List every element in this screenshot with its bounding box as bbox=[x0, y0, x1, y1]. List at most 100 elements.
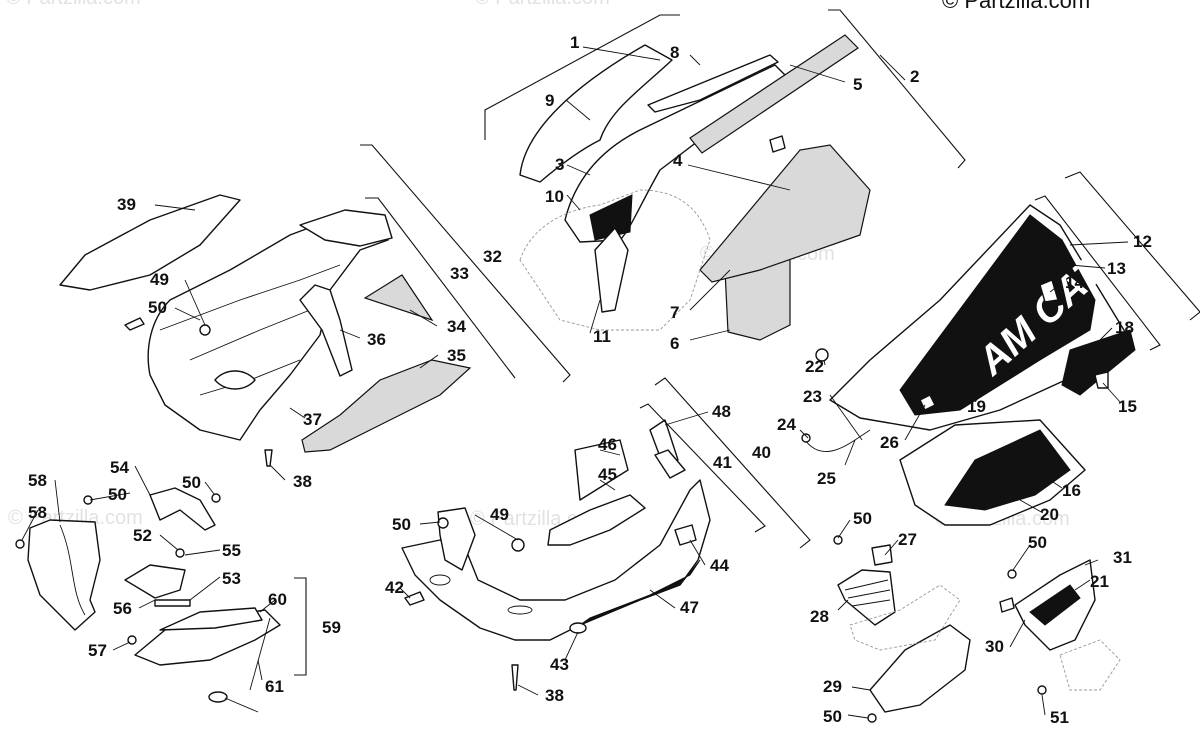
windshield-trim-part[interactable] bbox=[647, 54, 779, 113]
connector-part[interactable] bbox=[801, 433, 811, 443]
callout-34[interactable]: 34 bbox=[447, 317, 466, 336]
callout-52[interactable]: 53 bbox=[222, 569, 241, 588]
callout-55[interactable]: 56 bbox=[113, 599, 132, 618]
callout-39[interactable]: 39 bbox=[117, 195, 136, 214]
foam-strip-part[interactable] bbox=[301, 359, 472, 453]
clip-part[interactable] bbox=[769, 135, 786, 153]
fastener-part[interactable] bbox=[437, 517, 449, 529]
callout-49[interactable]: 49 bbox=[150, 270, 169, 289]
callout-11[interactable]: 11 bbox=[593, 327, 611, 346]
callout-31[interactable]: 31 bbox=[1113, 548, 1132, 567]
brace-upper-part[interactable] bbox=[574, 439, 629, 501]
fastener-part[interactable] bbox=[124, 317, 145, 331]
callout-50b[interactable]: 50 bbox=[108, 485, 127, 504]
fastener-part[interactable] bbox=[264, 449, 273, 467]
belly-pan-part[interactable] bbox=[401, 479, 711, 641]
callout-58[interactable]: 58 bbox=[28, 471, 47, 490]
windshield-part[interactable] bbox=[519, 44, 673, 183]
connector-part[interactable] bbox=[871, 544, 893, 566]
callout-50c[interactable]: 50 bbox=[182, 473, 201, 492]
callout-50h[interactable]: 51 bbox=[1050, 708, 1069, 727]
callout-2[interactable]: 2 bbox=[910, 67, 919, 86]
callout-35[interactable]: 35 bbox=[447, 346, 466, 365]
clip-part[interactable] bbox=[919, 394, 936, 411]
callout-50[interactable]: 50 bbox=[148, 298, 167, 317]
callout-41[interactable]: 41 bbox=[713, 453, 732, 472]
callout-7[interactable]: 7 bbox=[670, 303, 679, 322]
side-panel-decal[interactable] bbox=[899, 214, 1096, 416]
callout-49b[interactable]: 49 bbox=[490, 505, 509, 524]
console-top-part[interactable] bbox=[299, 209, 393, 247]
callout-54[interactable]: 55 bbox=[222, 541, 241, 560]
callout-45[interactable]: 45 bbox=[598, 465, 617, 484]
fastener-part[interactable] bbox=[175, 548, 185, 558]
mount-plate-part[interactable] bbox=[124, 564, 186, 599]
callout-29[interactable]: 29 bbox=[823, 677, 842, 696]
callout-15[interactable]: 15 bbox=[1118, 397, 1137, 416]
callout-32[interactable]: 32 bbox=[483, 247, 502, 266]
callout-50e[interactable]: 50 bbox=[853, 509, 872, 528]
nut-part[interactable] bbox=[511, 538, 525, 552]
callout-42[interactable]: 42 bbox=[385, 578, 404, 597]
foam-strip-part[interactable] bbox=[689, 34, 859, 154]
callout-37[interactable]: 37 bbox=[303, 410, 322, 429]
vent-grille-part[interactable] bbox=[837, 569, 896, 626]
callout-38b[interactable]: 38 bbox=[545, 686, 564, 705]
callout-33[interactable]: 33 bbox=[450, 264, 469, 283]
callout-9[interactable]: 9 bbox=[545, 91, 554, 110]
callout-27[interactable]: 27 bbox=[898, 530, 917, 549]
lower-side-decal[interactable] bbox=[944, 429, 1071, 511]
callout-28[interactable]: 28 bbox=[810, 607, 829, 626]
callout-36[interactable]: 36 bbox=[367, 330, 386, 349]
callout-60[interactable]: 61 bbox=[265, 677, 284, 696]
fastener-part[interactable] bbox=[15, 539, 25, 549]
hood-lower-panel-part[interactable] bbox=[594, 227, 629, 313]
lower-cover-part[interactable] bbox=[869, 624, 971, 713]
callout-3[interactable]: 3 bbox=[555, 155, 564, 174]
callout-44[interactable]: 44 bbox=[710, 556, 729, 575]
callout-16[interactable]: 16 bbox=[1062, 481, 1081, 500]
upper-bracket-part[interactable] bbox=[149, 487, 216, 531]
grommet-part[interactable] bbox=[815, 348, 829, 362]
grommet-part[interactable] bbox=[569, 622, 587, 634]
callout-14[interactable]: 14 bbox=[1065, 273, 1084, 292]
clip-part[interactable] bbox=[999, 597, 1015, 613]
clear-panel-part[interactable] bbox=[59, 194, 241, 291]
cable-part[interactable] bbox=[804, 429, 871, 452]
callout-18[interactable]: 18 bbox=[1115, 318, 1134, 337]
fastener-part[interactable] bbox=[1037, 685, 1047, 695]
callout-8[interactable]: 8 bbox=[670, 43, 679, 62]
fastener-part[interactable] bbox=[511, 664, 519, 691]
callout-38[interactable]: 38 bbox=[293, 472, 312, 491]
callout-56[interactable]: 57 bbox=[88, 641, 107, 660]
callout-4[interactable]: 4 bbox=[673, 151, 683, 170]
callout-30[interactable]: 30 bbox=[985, 637, 1004, 656]
console-body-part[interactable] bbox=[147, 214, 389, 441]
callout-21[interactable]: 21 bbox=[1090, 572, 1109, 591]
callout-48[interactable]: 48 bbox=[712, 402, 731, 421]
trim-clip-part[interactable] bbox=[1094, 371, 1109, 389]
fastener-part[interactable] bbox=[867, 713, 877, 723]
callout-53[interactable]: 54 bbox=[110, 458, 129, 477]
fastener-part[interactable] bbox=[211, 493, 221, 503]
trim-clip-part[interactable] bbox=[1039, 279, 1059, 303]
callout-51[interactable]: 52 bbox=[133, 526, 152, 545]
callout-26[interactable]: 26 bbox=[880, 433, 899, 452]
callout-50f[interactable]: 50 bbox=[1028, 533, 1047, 552]
callout-24[interactable]: 24 bbox=[777, 415, 796, 434]
callout-23[interactable]: 23 bbox=[803, 387, 822, 406]
callout-40[interactable]: 40 bbox=[752, 443, 771, 462]
mount-bracket-part[interactable] bbox=[299, 284, 353, 377]
belly-pan-stripe[interactable] bbox=[579, 559, 701, 626]
callout-46[interactable]: 46 bbox=[598, 435, 617, 454]
side-trim-part[interactable] bbox=[27, 519, 101, 631]
callout-47[interactable]: 47 bbox=[680, 598, 699, 617]
callout-59[interactable]: 60 bbox=[268, 590, 287, 609]
callout-50g[interactable]: 50 bbox=[823, 707, 842, 726]
callout-43[interactable]: 43 bbox=[550, 655, 569, 674]
bar-part[interactable] bbox=[154, 599, 191, 607]
callout-10[interactable]: 10 bbox=[545, 187, 564, 206]
brace-part[interactable] bbox=[547, 494, 646, 546]
callout-58b[interactable]: 59 bbox=[322, 618, 341, 637]
guard-upper-part[interactable] bbox=[159, 607, 263, 631]
